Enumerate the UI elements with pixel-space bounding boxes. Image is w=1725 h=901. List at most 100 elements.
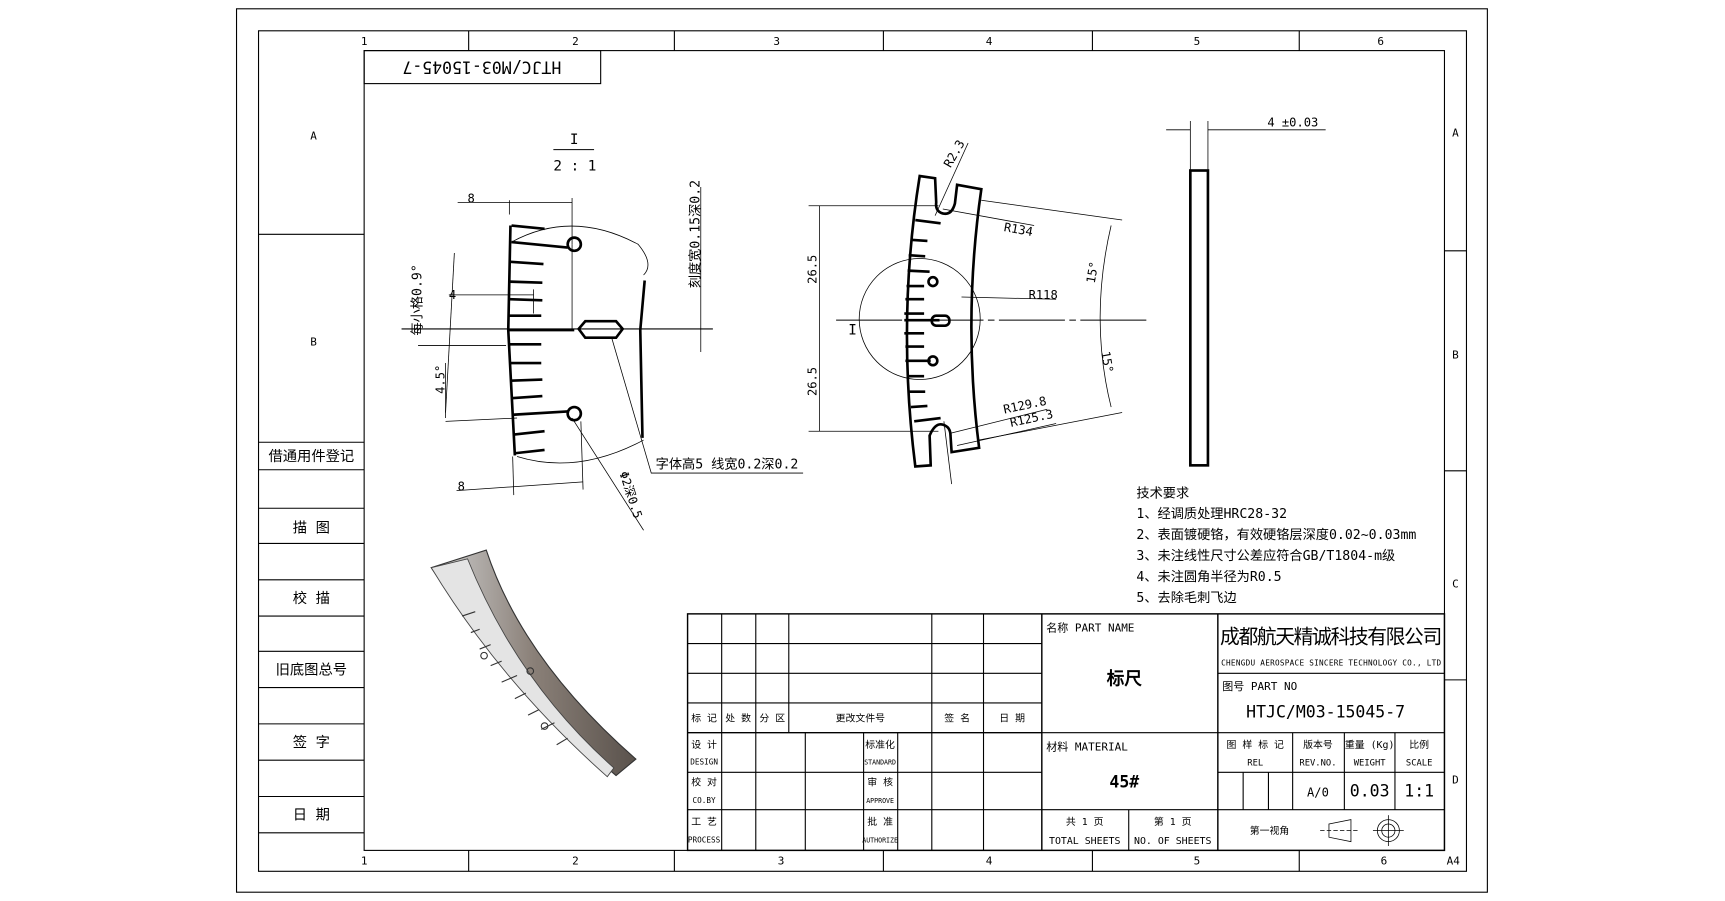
scale-label-cn: 比例: [1409, 738, 1429, 751]
part-name-label: 名称 PART NAME: [1046, 620, 1134, 634]
first-angle-projection-icon: [1320, 815, 1404, 846]
company-name-cn: 成都航天精诚科技有限公司: [1220, 626, 1442, 649]
tech-item: 4、未注圆角半径为R0.5: [1136, 569, 1281, 585]
zone-col-1-bottom: 1: [361, 855, 368, 868]
zone-col-1: 1: [361, 35, 368, 48]
rel-label-en: REL: [1247, 759, 1263, 769]
detail-scale: 2 : 1: [553, 159, 596, 175]
approval-authorize-en: AUTHORIZE: [862, 837, 898, 845]
isometric-view: [430, 549, 637, 778]
zone-col-2-bottom: 2: [572, 855, 579, 868]
part-no: HTJC/M03-15045-7: [1246, 702, 1405, 721]
approval-authorize-cn: 批 准: [867, 815, 893, 828]
front-view: 26.5 26.5 R2.3 R134 R118 R129.8 R125.3 1…: [805, 138, 1150, 485]
dim-lower-height: 26.5: [805, 367, 819, 396]
role-design-cn: 设 计: [691, 738, 717, 751]
rev-label-cn: 版本号: [1303, 738, 1333, 751]
rotated-drawing-number-box: HTJC/M03-15045-7: [363, 50, 602, 85]
dim-thickness: 4 ±0.03: [1267, 116, 1318, 130]
role-design-en: DESIGN: [690, 758, 718, 767]
weight-label-cn: 重量 (Kg): [1345, 738, 1395, 751]
dim-r-inner: R118: [1029, 288, 1058, 302]
left-label-check-trace: 校 描: [293, 590, 330, 607]
dim-tick-length: 4: [449, 288, 456, 302]
left-label-date: 日 期: [293, 807, 330, 824]
dim-r-outer: R134: [1003, 220, 1034, 239]
zone-row-c: C: [1452, 577, 1459, 590]
left-label-trace: 描 图: [293, 519, 330, 536]
rotated-drawing-number: HTJC/M03-15045-7: [402, 58, 561, 77]
title-block: 标 记 处 数 分 区 更改文件号 签 名 日 期 设 计 DESIGN 校 对…: [686, 613, 1446, 852]
left-label-old-drawing-no: 旧底图总号: [276, 661, 347, 678]
projection-label: 第一视角: [1250, 824, 1290, 837]
sheet-size: A4: [1447, 855, 1461, 868]
zone-col-5: 5: [1194, 35, 1201, 48]
rev-header-count: 处 数: [725, 712, 751, 725]
approval-approve-en: APPROVE: [866, 797, 894, 805]
tech-item: 1、经调质处理HRC28-32: [1136, 506, 1287, 522]
rev-header-sign: 签 名: [944, 712, 970, 725]
zone-row-b-left: B: [310, 335, 317, 348]
left-record-column: 借通用件登记 描 图 校 描 旧底图总号 签 字 日 期: [258, 233, 365, 834]
part-name: 标尺: [1107, 668, 1143, 689]
tech-item: 2、表面镀硬铬，有效硬铬层深度0.02~0.03mm: [1136, 526, 1416, 543]
role-process-en: PROCESS: [688, 836, 721, 845]
tech-item: 3、未注线性尺寸公差应符合GB/T1804-m级: [1136, 548, 1395, 564]
detail-view-i: I 2 : 1 8 4 8: [401, 132, 804, 531]
dim-angle-up: 15°: [1084, 260, 1102, 284]
dim-angle: 4.5°: [433, 365, 447, 394]
rev-header-date: 日 期: [999, 713, 1025, 725]
sheet-no-en: NO. OF SHEETS: [1134, 836, 1211, 847]
dim-angle-down: 15°: [1098, 350, 1116, 374]
scale-label-en: SCALE: [1406, 759, 1432, 769]
zone-col-4-bottom: 4: [986, 855, 993, 868]
zone-row-a-left: A: [310, 130, 317, 143]
rel-label-cn: 图 样 标 记: [1227, 738, 1285, 751]
dim-width-top: 8: [468, 191, 475, 205]
sheet-no-cn: 第 1 页: [1154, 815, 1192, 828]
approval-standard-en: STANDARD: [864, 759, 896, 767]
detail-marker: I: [848, 322, 857, 338]
weight-label-en: WEIGHT: [1354, 759, 1386, 769]
approval-standard-cn: 标准化: [865, 738, 895, 751]
scale-value: 1:1: [1404, 781, 1434, 800]
weight-value: 0.03: [1350, 781, 1390, 800]
tech-title: 技术要求: [1136, 485, 1189, 501]
left-label-borrow: 借通用件登记: [268, 448, 354, 465]
zone-col-4: 4: [986, 35, 993, 48]
total-sheets-cn: 共 1 页: [1066, 816, 1104, 828]
rev-header-doc: 更改文件号: [836, 712, 886, 725]
note-scale-depth: 刻度宽0.15深0.2: [687, 180, 704, 288]
role-check-cn: 校 对: [691, 775, 717, 788]
material: 45#: [1109, 773, 1139, 792]
zone-col-3: 3: [773, 35, 780, 48]
zone-row-b: B: [1452, 349, 1459, 362]
role-process-cn: 工 艺: [691, 816, 717, 828]
zone-labels: 1 2 3 4 5 6 1 2 3 4 5 6 A B C D A B A4: [310, 35, 1460, 868]
zone-row-d: D: [1452, 773, 1459, 786]
zone-col-3-bottom: 3: [778, 855, 785, 868]
rev-label-en: REV.NO.: [1299, 759, 1336, 769]
role-check-en: CO.BY: [693, 796, 717, 805]
zone-col-6-bottom: 6: [1381, 855, 1388, 868]
left-label-signature: 签 字: [293, 734, 330, 751]
side-view: 4 ±0.03: [1166, 116, 1326, 467]
technical-requirements: 技术要求 1、经调质处理HRC28-32 2、表面镀硬铬，有效硬铬层深度0.02…: [1136, 485, 1416, 606]
note-font: 字体高5 线宽0.2深0.2: [656, 456, 799, 473]
approval-approve-cn: 审 核: [867, 775, 893, 788]
detail-label: I: [570, 132, 579, 148]
rev-header-zone: 分 区: [759, 713, 785, 725]
part-no-label: 图号 PART NO: [1222, 680, 1297, 693]
company-name-en: CHENGDU AEROSPACE SINCERE TECHNOLOGY CO.…: [1221, 659, 1441, 668]
zone-row-a: A: [1452, 126, 1459, 139]
zone-col-6: 6: [1377, 35, 1384, 48]
rev-header-mark: 标 记: [691, 713, 717, 725]
dim-width-bottom: 8: [458, 480, 465, 494]
total-sheets-en: TOTAL SHEETS: [1049, 836, 1121, 847]
material-label: 材料 MATERIAL: [1046, 739, 1128, 753]
zone-col-5-bottom: 5: [1194, 855, 1201, 868]
dim-tick-angle: 每小格0.9°: [409, 264, 425, 335]
tech-item: 5、去除毛刺飞边: [1136, 590, 1236, 606]
dim-upper-height: 26.5: [805, 255, 819, 284]
